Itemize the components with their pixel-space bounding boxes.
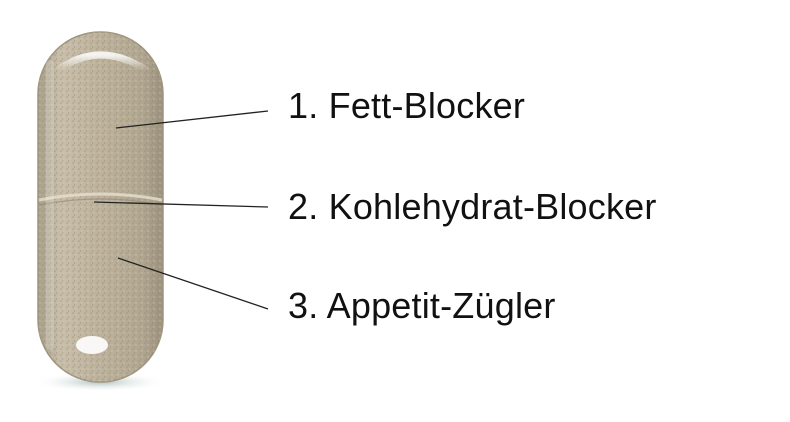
label-kohlehydrat-blocker: 2. Kohlehydrat-Blocker: [288, 186, 657, 227]
capsule-cap-seam: [38, 192, 163, 202]
capsule-top-highlight: [54, 51, 150, 74]
label-fett-blocker: 1. Fett-Blocker: [288, 85, 526, 126]
label-appetit-zuegler: 3. Appetit-Zügler: [288, 285, 556, 326]
capsule-powder-texture: [38, 32, 163, 382]
leader-line-2: [93, 201, 269, 208]
leader-line-3: [117, 257, 269, 310]
capsule-bottom-shine: [76, 336, 108, 354]
leader-line-1: [115, 110, 269, 129]
